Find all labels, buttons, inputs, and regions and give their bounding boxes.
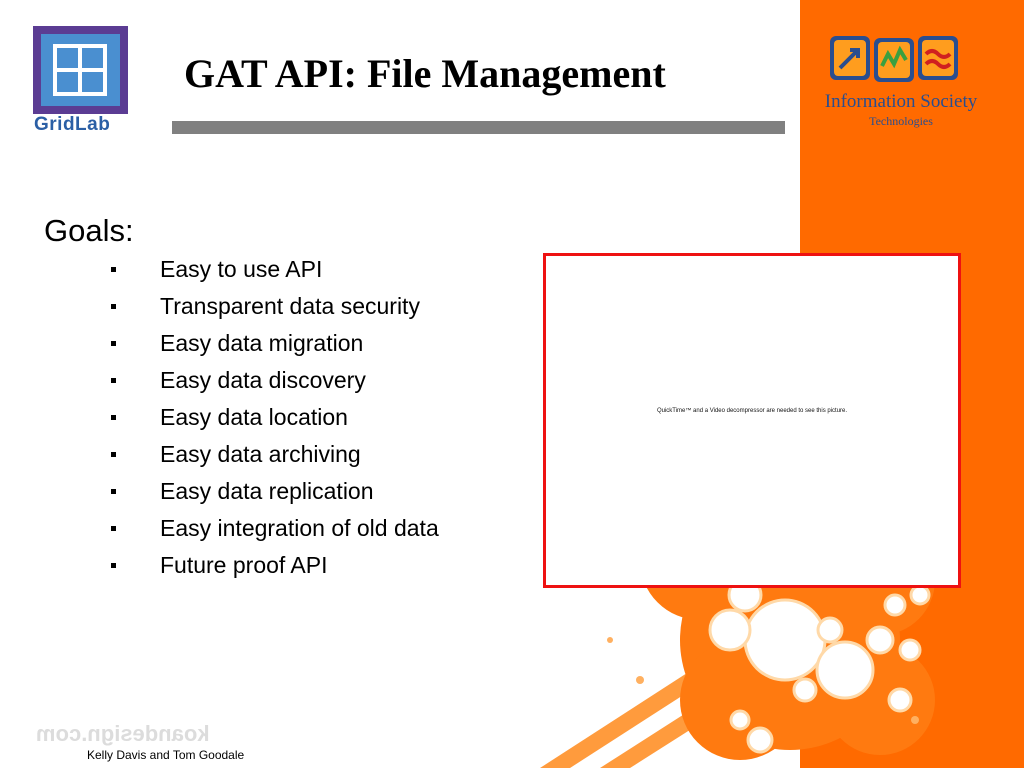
- page-title: GAT API: File Management: [184, 51, 666, 96]
- gridlab-logo-text: GridLab: [34, 114, 111, 135]
- goal-text: Easy data migration: [160, 330, 364, 356]
- watermark-text: koandesign.com: [36, 721, 210, 746]
- goal-text: Easy data discovery: [160, 367, 366, 393]
- bullet-icon: [111, 526, 116, 531]
- footer-authors: Kelly Davis and Tom Goodale: [87, 748, 245, 762]
- video-placeholder[interactable]: QuickTime™ and a Video decompressor are …: [543, 253, 961, 588]
- title-underline-rule: [172, 121, 785, 134]
- goal-text: Easy data archiving: [160, 441, 361, 467]
- gridlab-logo-icon: [33, 26, 128, 114]
- bullet-icon: [111, 267, 116, 272]
- bullet-icon: [111, 304, 116, 309]
- video-placeholder-text: QuickTime™ and a Video decompressor are …: [656, 408, 848, 414]
- bullet-icon: [111, 341, 116, 346]
- goal-text: Future proof API: [160, 552, 328, 578]
- bullet-icon: [111, 489, 116, 494]
- bullet-icon: [111, 415, 116, 420]
- ist-logo-name: Information Society: [824, 91, 978, 112]
- goal-text: Transparent data security: [160, 293, 420, 319]
- ist-logo-subtitle: Technologies: [869, 114, 933, 128]
- ist-logo-icon: [830, 36, 958, 82]
- goals-heading: Goals:: [44, 213, 134, 248]
- bullet-icon: [111, 563, 116, 568]
- bullet-icon: [111, 452, 116, 457]
- bullet-icon: [111, 378, 116, 383]
- goal-text: Easy data location: [160, 404, 348, 430]
- goal-text: Easy data replication: [160, 478, 374, 504]
- goal-text: Easy to use API: [160, 256, 323, 282]
- goal-text: Easy integration of old data: [160, 515, 439, 541]
